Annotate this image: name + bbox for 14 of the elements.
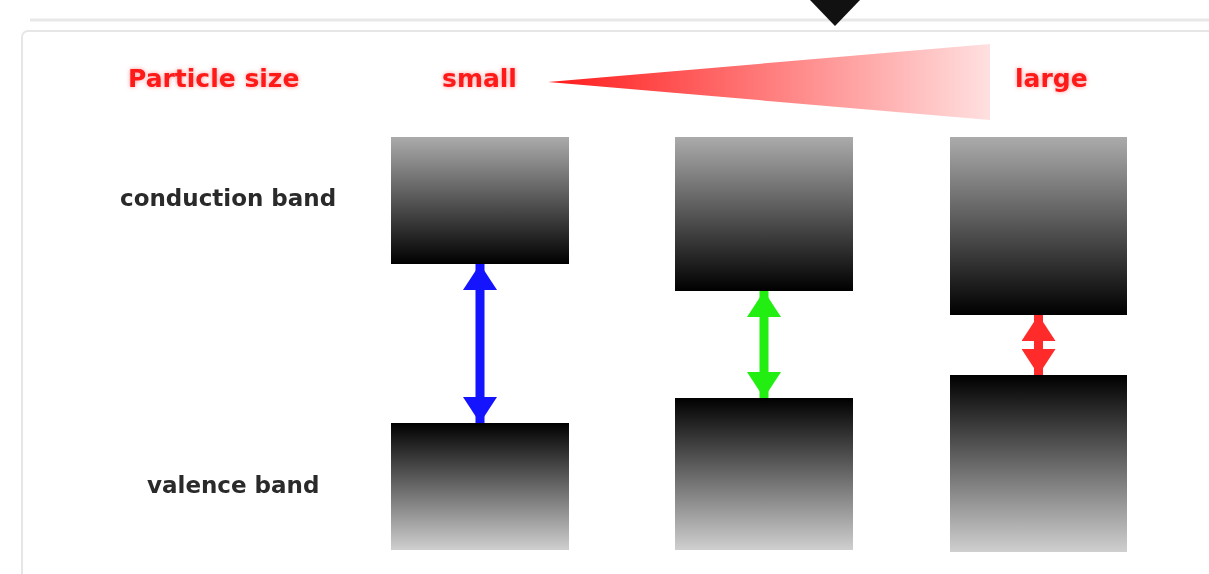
energy-band (675, 137, 853, 291)
size-label: large (1015, 64, 1088, 93)
energy-band (950, 375, 1127, 552)
band-label: conduction band (120, 185, 337, 211)
energy-band (950, 137, 1127, 315)
double-arrow (747, 291, 781, 398)
energy-band (391, 137, 569, 264)
double-arrow (463, 264, 497, 423)
band-label: valence band (147, 472, 320, 498)
axis-label: Particle size (128, 64, 300, 93)
energy-band (391, 423, 569, 550)
energy-band (675, 398, 853, 550)
size-label: small (442, 64, 517, 93)
double-arrow (1021, 315, 1056, 375)
